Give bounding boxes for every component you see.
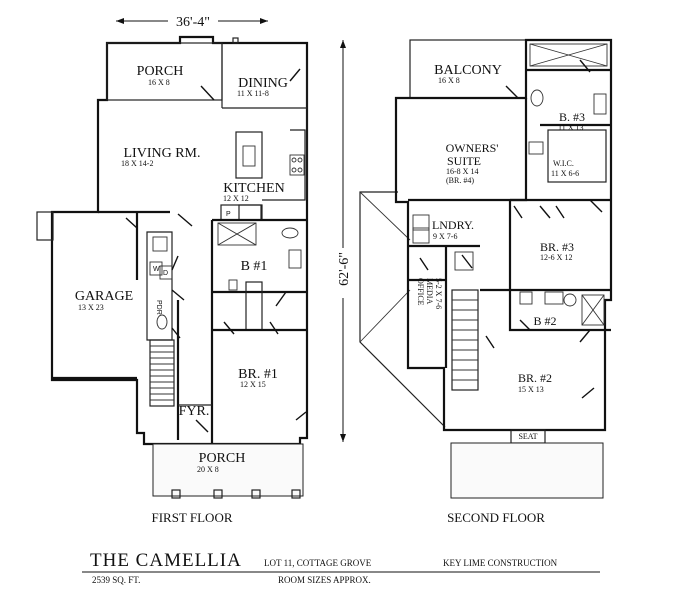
room-label-balcony: BALCONY bbox=[434, 63, 502, 78]
room-label-living: LIVING RM. bbox=[124, 146, 201, 161]
plan-name: THE CAMELLIA bbox=[90, 550, 242, 571]
lower-roof-line bbox=[359, 191, 446, 428]
second-floor-stairs bbox=[451, 289, 479, 391]
pantry-label: P bbox=[226, 211, 231, 218]
room-label-br3: BR. #3 bbox=[540, 240, 574, 254]
bath3-vanity bbox=[593, 93, 607, 115]
pdr-toilet bbox=[156, 314, 168, 330]
room-label-bath2: B #2 bbox=[533, 314, 556, 328]
front-porch bbox=[152, 443, 304, 499]
room-size-front-porch: 20 X 8 bbox=[197, 465, 219, 474]
closet-divider bbox=[245, 281, 263, 331]
bath2-tub bbox=[581, 294, 605, 326]
room-label-br1: BR. #1 bbox=[238, 367, 278, 382]
room-label-dining: DINING bbox=[238, 76, 288, 91]
svg-text:D: D bbox=[163, 270, 168, 277]
second-floor-exterior-wall bbox=[394, 38, 613, 432]
bath1-toilet bbox=[281, 227, 299, 239]
second-floor-label: SECOND FLOOR bbox=[447, 510, 545, 525]
bath1-sink bbox=[288, 249, 302, 269]
room-size-bath3: 11 X 13 bbox=[558, 123, 583, 132]
room-size-owners: 16-8 X 14 bbox=[446, 167, 478, 176]
room-label-office-line1: OFFICE bbox=[416, 278, 425, 306]
second-floor-door-swings bbox=[419, 59, 603, 399]
first-floor-stairs bbox=[149, 339, 175, 407]
room-sizes-note: ROOM SIZES APPROX. bbox=[278, 575, 371, 585]
title-block: THE CAMELLIA LOT 11, COTTAGE GROVE KEY L… bbox=[82, 550, 600, 585]
first-floor-exterior-wall bbox=[50, 35, 309, 446]
room-label-kitchen: KITCHEN bbox=[223, 181, 284, 196]
room-size-br3: 12-6 X 12 bbox=[540, 253, 572, 262]
room-label-rear-porch: PORCH bbox=[137, 64, 184, 79]
washer bbox=[149, 261, 163, 276]
svg-text:W: W bbox=[153, 266, 160, 273]
room-label-br2: BR. #2 bbox=[518, 371, 552, 385]
room-label-foyer: FYR. bbox=[179, 404, 210, 419]
first-floor-label: FIRST FLOOR bbox=[151, 510, 232, 525]
room-label-wic: W.I.C. bbox=[553, 159, 574, 168]
room-label-laundry: LNDRY. bbox=[432, 218, 474, 232]
room-size-office: 5-2 X 7-6 bbox=[434, 278, 443, 309]
lot-text: LOT 11, COTTAGE GROVE bbox=[264, 558, 372, 568]
square-footage: 2539 SQ. FT. bbox=[92, 575, 140, 585]
room-size-dining: 11 X 11-8 bbox=[237, 89, 269, 98]
cooktop bbox=[289, 154, 305, 176]
room-size-laundry: 9 X 7-6 bbox=[433, 232, 457, 241]
bath3-shower bbox=[529, 43, 608, 67]
depth-dimension-label: 62'-6" bbox=[337, 252, 352, 286]
room-label-bath3: B. #3 bbox=[559, 110, 585, 124]
room-label-front-porch: PORCH bbox=[199, 451, 246, 466]
dryer bbox=[159, 265, 173, 280]
bath3-toilet bbox=[530, 89, 544, 107]
room-size-living: 18 X 14-2 bbox=[121, 159, 153, 168]
room-label-garage: GARAGE bbox=[75, 289, 133, 304]
room-label-owners-line1: OWNERS' bbox=[446, 141, 499, 155]
room-label-office-line2: MEDIA bbox=[425, 278, 434, 304]
room-size-wic: 11 X 6-6 bbox=[551, 169, 579, 178]
room-size-br1: 12 X 15 bbox=[240, 380, 266, 389]
laundry-pdr-block bbox=[146, 231, 173, 341]
room-size-kitchen: 12 X 12 bbox=[223, 194, 249, 203]
first-floor-door-swings bbox=[125, 68, 307, 433]
garage-bump-wall bbox=[36, 211, 54, 241]
room-size-br2: 15 X 13 bbox=[518, 385, 544, 394]
kitchen-island bbox=[235, 131, 263, 179]
room-note-owners: (BR. #4) bbox=[446, 176, 474, 185]
width-dimension-label: 36'-4" bbox=[176, 15, 210, 30]
room-label-seat: SEAT bbox=[518, 432, 537, 441]
second-floor: BALCONY 16 X 8 B. #3 11 X 13 OWNERS' SUI… bbox=[359, 38, 613, 525]
room-size-garage: 13 X 23 bbox=[78, 303, 104, 312]
builder-text: KEY LIME CONSTRUCTION bbox=[443, 558, 558, 568]
powder-room-label: PDR bbox=[155, 300, 162, 315]
kitchen-counter bbox=[262, 129, 306, 201]
room-label-owners-line2: SUITE bbox=[447, 154, 481, 168]
kitchen-sink bbox=[242, 145, 256, 167]
width-dimension: 36'-4" bbox=[116, 15, 268, 30]
wic-walls bbox=[547, 129, 607, 183]
front-porch-roof bbox=[450, 442, 604, 499]
room-size-rear-porch: 16 X 8 bbox=[148, 78, 170, 87]
depth-dimension: 62'-6" bbox=[337, 40, 352, 442]
first-floor: 36'-4" P W D PDR bbox=[36, 15, 309, 525]
room-size-balcony: 16 X 8 bbox=[438, 76, 460, 85]
bath1-tub bbox=[217, 222, 257, 246]
room-label-bath1: B #1 bbox=[241, 259, 268, 274]
